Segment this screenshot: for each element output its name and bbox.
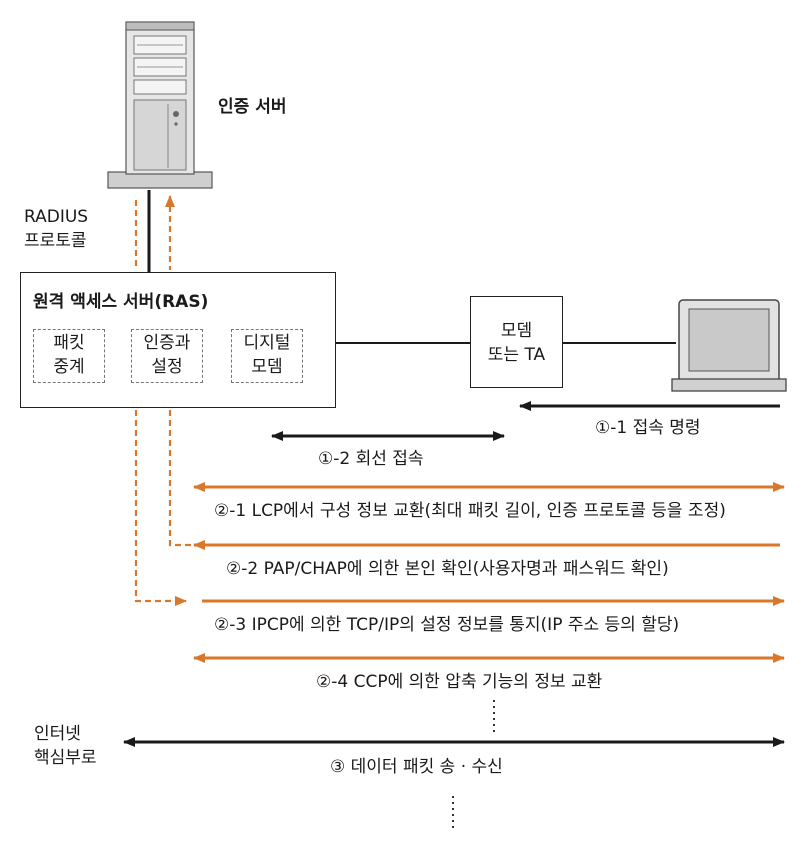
remote-access-server-box: 원격 액세스 서버(RAS) 패킷 중계 인증과 설정 디지털 모뎀 [20,272,336,408]
modem-line2: 또는 TA [487,345,546,365]
step-3-label: ③ 데이터 패킷 송 · 수신 [330,757,503,777]
server-tower-icon [107,21,213,189]
step-2-1-label: ②-1 LCP에서 구성 정보 교환(최대 패킷 길이, 인증 프로토콜 등을 … [214,501,726,521]
module-line2: 설정 [151,357,183,377]
radius-line2: 프로토콜 [24,231,87,251]
internet-backbone-label: 인터넷 핵심부로 [34,722,97,770]
modem-ta-box: 모뎀 또는 TA [470,296,563,388]
step-1-1-label: ①-1 접속 명령 [595,418,701,438]
radius-line1: RADIUS [24,207,89,227]
step-2-2-label: ②-2 PAP/CHAP에 의한 본인 확인(사용자명과 패스워드 확인) [226,559,669,579]
ras-module-digital-modem: 디지털 모뎀 [231,329,303,383]
backbone-line1: 인터넷 [34,724,81,744]
ras-title: 원격 액세스 서버(RAS) [33,292,209,312]
modem-line1: 모뎀 [500,321,533,341]
step-2-4-label: ②-4 CCP에 의한 압축 기능의 정보 교환 [316,672,603,692]
ras-module-packet-relay: 패킷 중계 [33,329,105,383]
module-line1: 디지털 [243,333,291,353]
module-line2: 중계 [53,357,85,377]
backbone-line2: 핵심부로 [34,748,97,768]
computer-terminal-icon [671,299,787,392]
module-line1: 패킷 [53,333,85,353]
module-line1: 인증과 [143,333,191,353]
step-1-2-label: ①-2 회선 접속 [318,449,424,469]
auth-server-label: 인증 서버 [218,97,287,117]
radius-protocol-label: RADIUS 프로토콜 [24,205,88,253]
ras-module-auth-config: 인증과 설정 [131,329,203,383]
step-2-3-label: ②-3 IPCP에 의한 TCP/IP의 설정 정보를 통지(IP 주소 등의 … [214,615,680,635]
module-line2: 모뎀 [251,357,283,377]
